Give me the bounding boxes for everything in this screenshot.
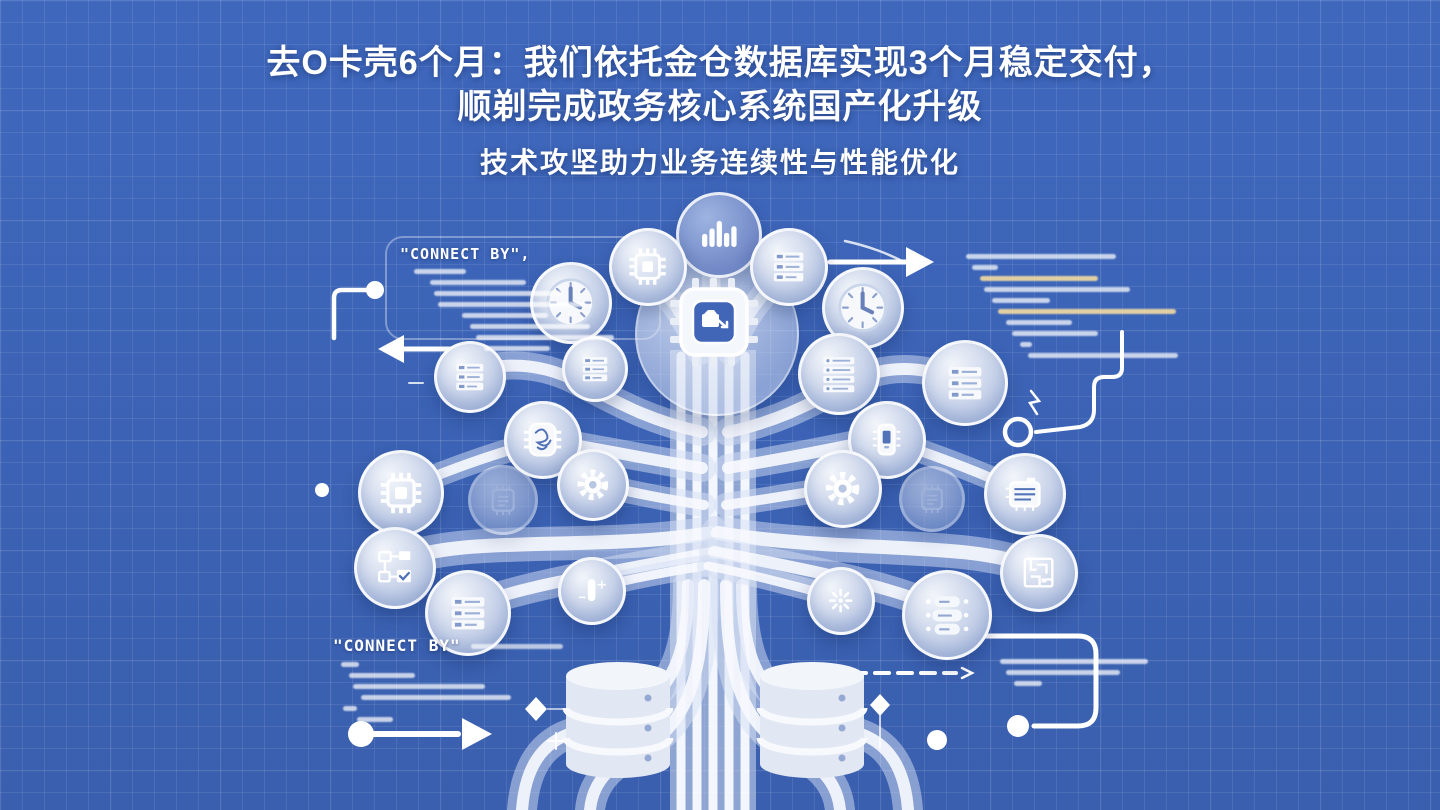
- ghost-chip-left-node: [468, 465, 538, 535]
- server-left-upper-node: [434, 341, 506, 413]
- diamond-icon: [525, 697, 547, 721]
- slider-icon: [573, 572, 610, 609]
- cpu-chip-icon: [377, 469, 425, 517]
- server-right-node: [922, 340, 1008, 426]
- header: 去O卡壳6个月：我们依托金仓数据库实现3个月稳定交付， 顺剃完成政务核心系统国产…: [0, 42, 1440, 181]
- database-cylinder-icon: [756, 662, 868, 778]
- server-left-lower-node: [425, 570, 511, 656]
- gear-left-node: [557, 449, 629, 521]
- circuit-trace-icon: [1034, 330, 1124, 434]
- code-snippet-top-left: "CONNECT BY",: [400, 245, 640, 351]
- clock-icon: [833, 278, 892, 337]
- code-snippet-bottom-right: [1000, 653, 1160, 686]
- database-right-node: [902, 570, 992, 660]
- ai-chip-icon: [521, 418, 564, 461]
- bar-chart-node: [676, 192, 762, 278]
- flowchart-node: [354, 527, 436, 609]
- node-dot: [348, 721, 374, 747]
- node-dot: [366, 281, 384, 299]
- circuit-chip-icon: [484, 481, 522, 519]
- server-left-mid-node: [562, 336, 628, 402]
- code-label: "CONNECT BY": [333, 636, 461, 655]
- server-rack-icon: [444, 589, 492, 637]
- server-rack-icon: [767, 245, 810, 288]
- circuit-trace-icon: [979, 633, 1099, 729]
- node-dot: [927, 730, 947, 750]
- maze-node: [1000, 534, 1078, 612]
- code-snippet-top-right: [962, 248, 1192, 358]
- code-label: "CONNECT BY",: [400, 245, 531, 263]
- arrow-right-icon: [462, 718, 492, 750]
- title-line-2: 顺剃完成政务核心系统国产化升级: [457, 87, 983, 126]
- starburst-node: [807, 567, 875, 635]
- server-rack-icon: [941, 359, 989, 407]
- gear-right-node: [804, 450, 882, 528]
- central-chip-icon: [670, 278, 758, 366]
- diamond-icon: [870, 694, 890, 716]
- title-line-1: 去O卡壳6个月：我们依托金仓数据库实现3个月稳定交付，: [266, 44, 1174, 82]
- server-rack-icon: [450, 357, 490, 397]
- chip-board-icon: [1002, 471, 1048, 517]
- server-rack-icon: [816, 351, 862, 397]
- database-cylinder-icon: [562, 662, 674, 778]
- server-top-node: [750, 228, 828, 306]
- chip-board-node: [984, 453, 1066, 535]
- cpu-left-node: [358, 450, 444, 536]
- gear-icon: [821, 467, 864, 510]
- server-rack-icon: [577, 351, 613, 387]
- maze-board-icon: [1017, 551, 1060, 594]
- circuit-ring-icon: [1002, 416, 1034, 448]
- slider-node: [558, 557, 626, 625]
- arrow-right-icon: [906, 247, 934, 277]
- node-dot: [1007, 715, 1029, 737]
- phone-chip-icon: [865, 418, 908, 461]
- arrow-left-icon: [378, 335, 404, 363]
- ai-chip-node: [504, 401, 582, 479]
- starburst-icon: [822, 582, 859, 619]
- code-snippet-bottom-left: "CONNECT BY": [333, 636, 613, 722]
- subtitle: 技术攻坚助力业务连续性与性能优化: [479, 147, 960, 179]
- gear-icon: [573, 465, 613, 505]
- rack-right-node: [798, 333, 880, 415]
- node-dot: [315, 483, 329, 497]
- flowchart-icon: [372, 545, 418, 591]
- cpu-top-node: [609, 228, 687, 306]
- circuit-chip-icon: [914, 481, 950, 517]
- bar-chart-icon: [695, 211, 743, 259]
- database-stack-icon: [922, 590, 972, 640]
- sparkle-icon: [547, 732, 565, 750]
- ghost-chip-right-node: [899, 466, 965, 532]
